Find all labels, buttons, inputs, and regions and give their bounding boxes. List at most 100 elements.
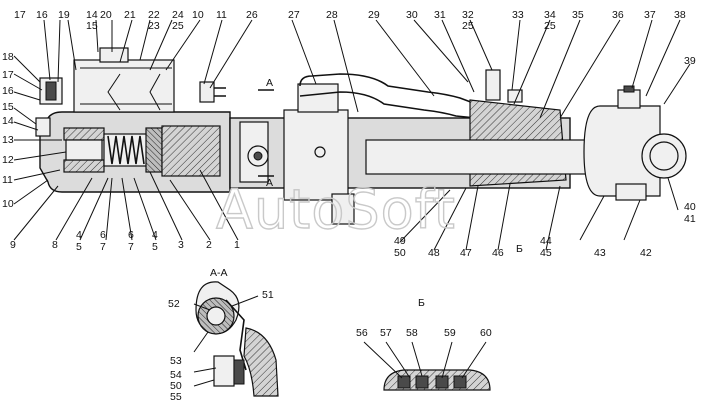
section-b-title: Б [418, 297, 425, 309]
view-a-bottom-label: А [266, 177, 273, 189]
callout-48: 48 [428, 247, 440, 259]
callout-30: 30 [406, 9, 418, 21]
callout-8: 8 [52, 239, 58, 251]
callout-18: 18 [2, 51, 14, 63]
rod-eye [583, 105, 661, 197]
fitting-stub [214, 87, 226, 97]
section-b-view [363, 341, 491, 391]
hydraulic-pipe-lower [299, 91, 477, 119]
callout-25-mid: 25 [462, 20, 474, 32]
side-fitting-core [45, 81, 57, 101]
bracket-foot [331, 193, 355, 225]
section-aa-title: А-А [210, 267, 228, 279]
callout-60: 60 [480, 327, 492, 339]
callout-5-b: 5 [152, 241, 158, 253]
valve-bores [107, 73, 161, 111]
callout-51: 51 [262, 289, 274, 301]
callout-19: 19 [58, 9, 70, 21]
callout-34: 34 [544, 9, 556, 21]
section-aa-bolt [213, 355, 235, 387]
callout-14-left: 14 [2, 115, 14, 127]
section-b-seal-4 [453, 375, 467, 389]
bracket-cap [297, 83, 339, 113]
callout-9: 9 [10, 239, 16, 251]
callout-15-left: 15 [2, 101, 14, 113]
bracket-hole [314, 146, 326, 158]
callout-labels: 17 16 19 14 15 20 21 22 23 24 25 10 11 2… [2, 9, 696, 403]
callout-12: 12 [2, 154, 14, 166]
view-a-top-label: А [266, 77, 273, 89]
left-plug [35, 117, 51, 137]
callout-50-aa: 50 [170, 380, 182, 392]
callout-25-right: 25 [544, 20, 556, 32]
callout-16-left: 16 [2, 85, 14, 97]
callout-26: 26 [246, 9, 258, 21]
callout-1: 1 [234, 239, 240, 251]
callout-37: 37 [644, 9, 656, 21]
callout-6-a: 6 [100, 229, 106, 241]
callout-6-b: 6 [128, 229, 134, 241]
callout-16: 16 [36, 9, 48, 21]
callout-10-top: 10 [192, 9, 204, 21]
callout-54: 54 [170, 369, 182, 381]
callout-40: 40 [684, 201, 696, 213]
callout-41: 41 [684, 213, 696, 225]
callout-21: 21 [124, 9, 136, 21]
callout-57: 57 [380, 327, 392, 339]
callout-7-b: 7 [128, 241, 134, 253]
section-aa-nut [233, 359, 245, 385]
head-section-lower [63, 159, 105, 173]
section-b-seal-2 [415, 375, 429, 389]
watermark: AutoSoft [216, 178, 456, 241]
callout-17: 17 [14, 9, 26, 21]
piston [161, 125, 221, 177]
callout-10: 10 [2, 198, 14, 210]
spring [107, 135, 145, 165]
callout-47: 47 [460, 247, 472, 259]
callout-2: 2 [206, 239, 212, 251]
callout-17-left: 17 [2, 69, 14, 81]
section-aa-leader-51 [231, 295, 259, 307]
section-aa-pipe-inner [206, 306, 226, 326]
callout-49: 49 [394, 235, 406, 247]
section-b-seal-3 [435, 375, 449, 389]
callout-4-a: 4 [76, 229, 82, 241]
callout-36: 36 [612, 9, 624, 21]
callout-38: 38 [674, 9, 686, 21]
callout-14: 14 [86, 9, 98, 21]
callout-13: 13 [2, 134, 14, 146]
callout-4-b: 4 [152, 229, 158, 241]
callout-11-top: 11 [216, 9, 227, 21]
section-aa-wall [243, 327, 279, 397]
callout-53: 53 [170, 355, 182, 367]
leader-lines-top [43, 19, 691, 119]
callout-33: 33 [512, 9, 524, 21]
callout-7-a: 7 [100, 241, 106, 253]
callout-39: 39 [684, 55, 696, 67]
callout-59: 59 [444, 327, 456, 339]
callout-56: 56 [356, 327, 368, 339]
callout-b-label: Б [516, 243, 523, 255]
piston-rod [365, 139, 607, 175]
callout-22: 22 [148, 9, 160, 21]
hydraulic-pipe [299, 73, 477, 105]
callout-20: 20 [100, 9, 112, 21]
leader-lines-bottom [13, 169, 679, 251]
section-aa-leaders [193, 303, 217, 387]
callout-24: 24 [172, 9, 184, 21]
head-section-upper [63, 127, 105, 141]
callout-55: 55 [170, 391, 182, 403]
valve-block [73, 59, 175, 113]
gland-bolt [507, 89, 523, 103]
grease-nipple [617, 89, 641, 109]
callout-45: 45 [540, 247, 552, 259]
callout-58: 58 [406, 327, 418, 339]
callout-46: 46 [492, 247, 504, 259]
callout-43: 43 [594, 247, 606, 259]
section-aa-view [193, 281, 279, 397]
callout-15: 15 [86, 20, 98, 32]
section-b-leaders [363, 341, 487, 379]
callout-42: 42 [640, 247, 652, 259]
